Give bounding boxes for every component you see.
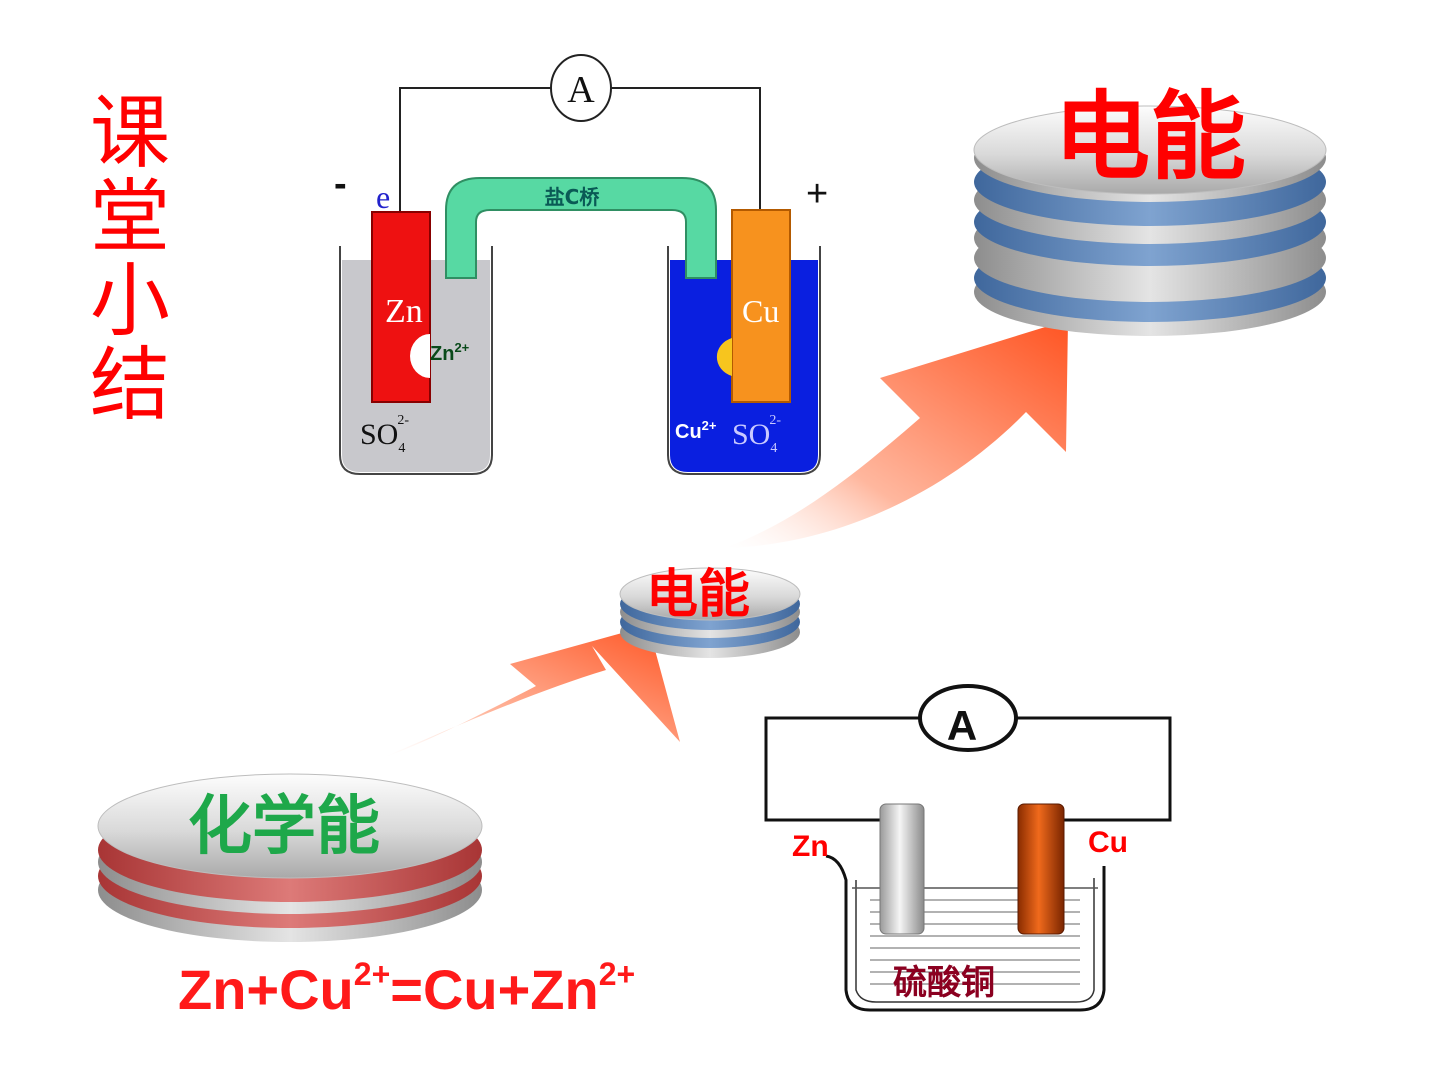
arrow-icon: [725, 320, 1068, 548]
simple-ammeter-label: A: [947, 702, 977, 749]
ammeter-label: A: [567, 69, 595, 111]
copper-rod-label: Cu: [1088, 826, 1128, 859]
copper-deposit: [716, 338, 732, 376]
zinc-rod-label: Zn: [792, 830, 829, 863]
copper-ion-label: Cu2+: [675, 418, 717, 443]
electric-energy-stack-small: 电能: [619, 565, 801, 658]
anode-sulfate-label: SO42-: [360, 413, 409, 456]
disc-top: [619, 567, 801, 621]
positive-sign: +: [806, 173, 828, 215]
simple-ammeter: [918, 684, 1018, 752]
copper-rod: [1017, 803, 1065, 935]
electric-energy-label-large: 电能: [1054, 81, 1246, 193]
zinc-dissolving-pit: [410, 334, 430, 378]
galvanic-cell: A - e + 盐C桥 Zn Zn2+ SO42- Cu Cu2+ SO42-: [334, 54, 828, 475]
copper-electrode: [731, 209, 791, 403]
equation-part: Zn+Cu: [178, 958, 354, 1021]
salt-bridge-label: 盐C桥: [545, 185, 601, 209]
zinc-ion-label: Zn2+: [430, 340, 470, 365]
chemical-energy-stack: 化学能: [97, 773, 483, 942]
cathode-beaker: [667, 246, 821, 475]
external-circuit-wire: [399, 87, 761, 212]
reaction-equation: Zn+Cu2+=Cu+Zn2+: [178, 950, 635, 1030]
cathode-sulfate-label: SO42-: [732, 413, 781, 456]
arrow-icon: [382, 628, 680, 758]
beaker-inner-wall: [855, 878, 1095, 1003]
summary-title: 课堂小结: [77, 90, 170, 426]
simple-beaker: [825, 854, 1106, 1012]
disc-top: [97, 773, 483, 879]
zinc-electrode-label: Zn: [385, 293, 423, 330]
disc-top: [973, 105, 1327, 195]
chemical-energy-label: 化学能: [188, 790, 380, 864]
electric-energy-stack-large: 电能: [973, 81, 1327, 336]
ammeter: [550, 54, 612, 122]
electron-label: e: [376, 179, 390, 215]
negative-sign: -: [334, 163, 347, 205]
zinc-rod: [879, 803, 925, 935]
copper-sulfate-label: 硫酸铜: [893, 963, 995, 1003]
equation-charge: 2+: [353, 956, 391, 992]
salt-bridge: [445, 177, 717, 279]
copper-electrode-label: Cu: [742, 293, 779, 329]
anode-beaker: [339, 246, 493, 475]
equation-part: =Cu+Zn: [390, 958, 599, 1021]
electric-energy-label-small: 电能: [646, 565, 750, 625]
equation-charge: 2+: [598, 956, 636, 992]
simple-circuit-wire: [764, 716, 1172, 822]
simple-cell: A Zn Cu 硫酸铜: [764, 684, 1172, 1012]
